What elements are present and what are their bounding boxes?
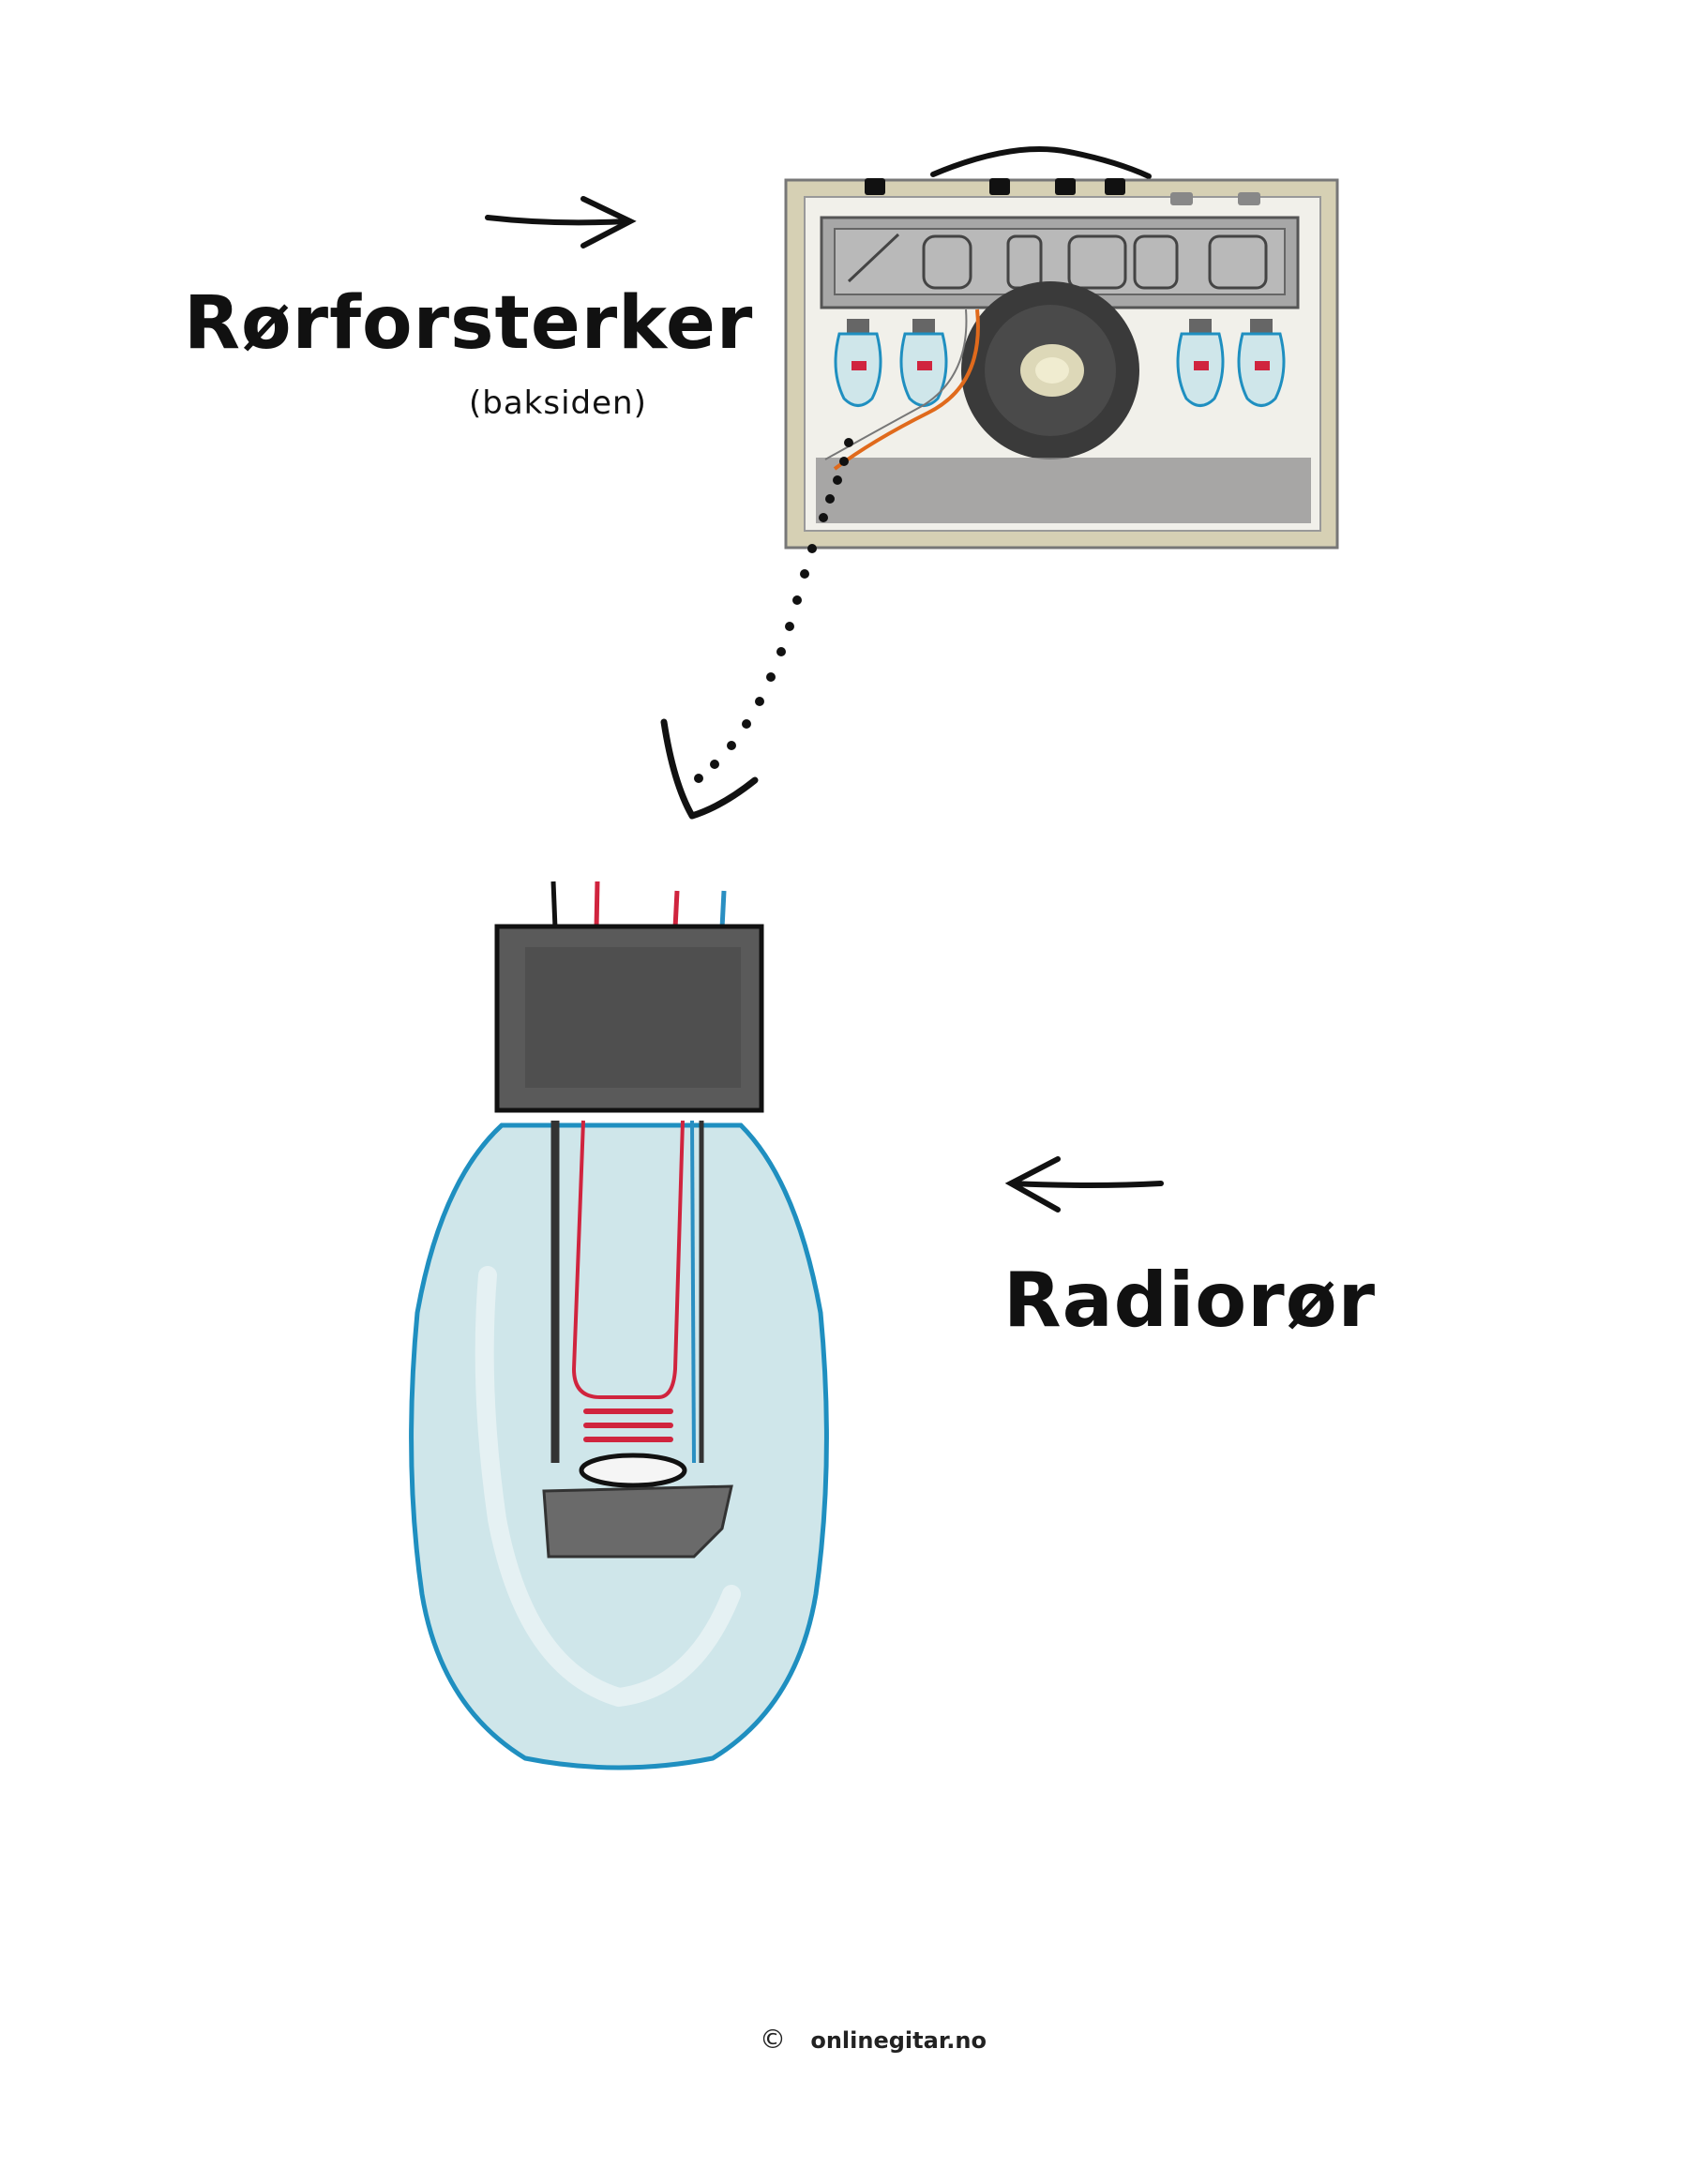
small-tube-icons [834, 319, 1286, 407]
tube-amplifier-back-icon [784, 146, 1339, 550]
tube-title: Radiorør [1003, 1257, 1377, 1344]
speaker-icon [961, 281, 1139, 459]
credit-text: onlinegitar.no [810, 2027, 987, 2054]
arrow-right-icon [485, 196, 637, 249]
dotted-arrow-down-icon [694, 438, 853, 783]
dotted-arrow-head [660, 718, 759, 820]
copyright-symbol: © [760, 2024, 786, 2055]
vacuum-tube-icon [409, 881, 829, 1770]
arrow-left-icon [1004, 1156, 1164, 1212]
amp-title: Rørforsterker [184, 281, 754, 366]
amp-subtitle: (baksiden) [469, 384, 647, 422]
credit-line: © onlinegitar.no [760, 2024, 987, 2055]
